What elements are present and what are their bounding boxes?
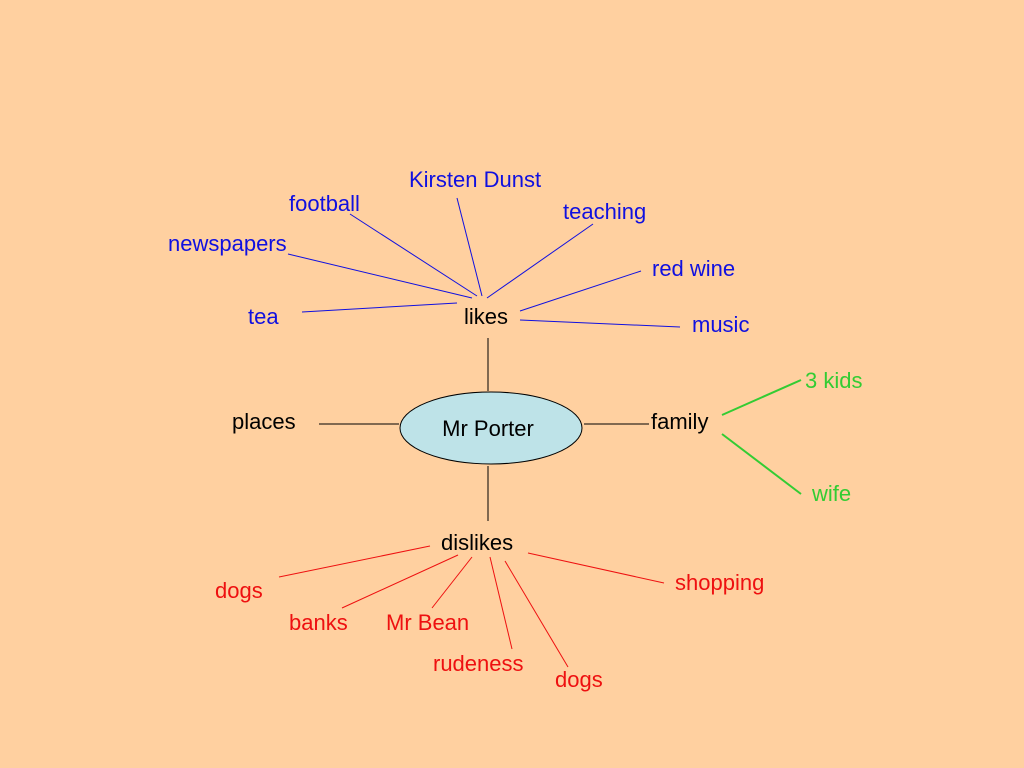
dislikes-item-banks: banks xyxy=(289,610,348,635)
connector-likes-music xyxy=(519,319,681,328)
connector-likes-tea xyxy=(301,302,458,313)
likes-item-red-wine: red wine xyxy=(652,256,736,281)
likes-item-newspapers: newspapers xyxy=(168,231,287,256)
branch-label-dislikes: dislikes xyxy=(441,530,514,555)
branch-label-places: places xyxy=(232,409,296,434)
connector-dislikes-dogs-1 xyxy=(278,545,431,578)
center-ellipse xyxy=(399,391,583,465)
likes-item-kirsten-dunst: Kirsten Dunst xyxy=(409,167,542,192)
dislikes-item-shopping: shopping xyxy=(675,570,765,595)
likes-item-teaching: teaching xyxy=(563,199,647,224)
likes-item-music: music xyxy=(692,312,750,337)
connector-likes-red-wine xyxy=(519,270,642,312)
connector-dislikes-rudeness xyxy=(489,556,513,650)
connector-likes-teaching xyxy=(486,223,594,299)
family-item-3-kids: 3 kids xyxy=(805,368,863,393)
dislikes-item-dogs-2: dogs xyxy=(555,667,603,692)
likes-item-football: football xyxy=(289,191,360,216)
dislikes-item-mr-bean: Mr Bean xyxy=(386,610,470,635)
connector-likes-football xyxy=(349,213,478,297)
connector-dislikes-dogs-2 xyxy=(504,560,569,668)
likes-item-tea: tea xyxy=(248,304,279,329)
connector-dislikes-shopping xyxy=(527,552,665,584)
branch-label-family: family xyxy=(651,409,709,434)
connector-likes-kirsten-dunst xyxy=(456,197,483,297)
family-item-wife: wife xyxy=(812,481,852,506)
connector-family-wife xyxy=(721,433,802,495)
connector-dislikes-mr-bean xyxy=(431,556,473,609)
branch-label-likes: likes xyxy=(464,304,509,329)
center-label: Mr Porter xyxy=(442,416,534,441)
connector-family-3-kids xyxy=(721,379,802,416)
connector-dislikes-banks xyxy=(341,554,459,609)
dislikes-item-dogs-1: dogs xyxy=(215,578,263,603)
dislikes-item-rudeness: rudeness xyxy=(433,651,524,676)
connector-likes-newspapers xyxy=(287,253,473,299)
